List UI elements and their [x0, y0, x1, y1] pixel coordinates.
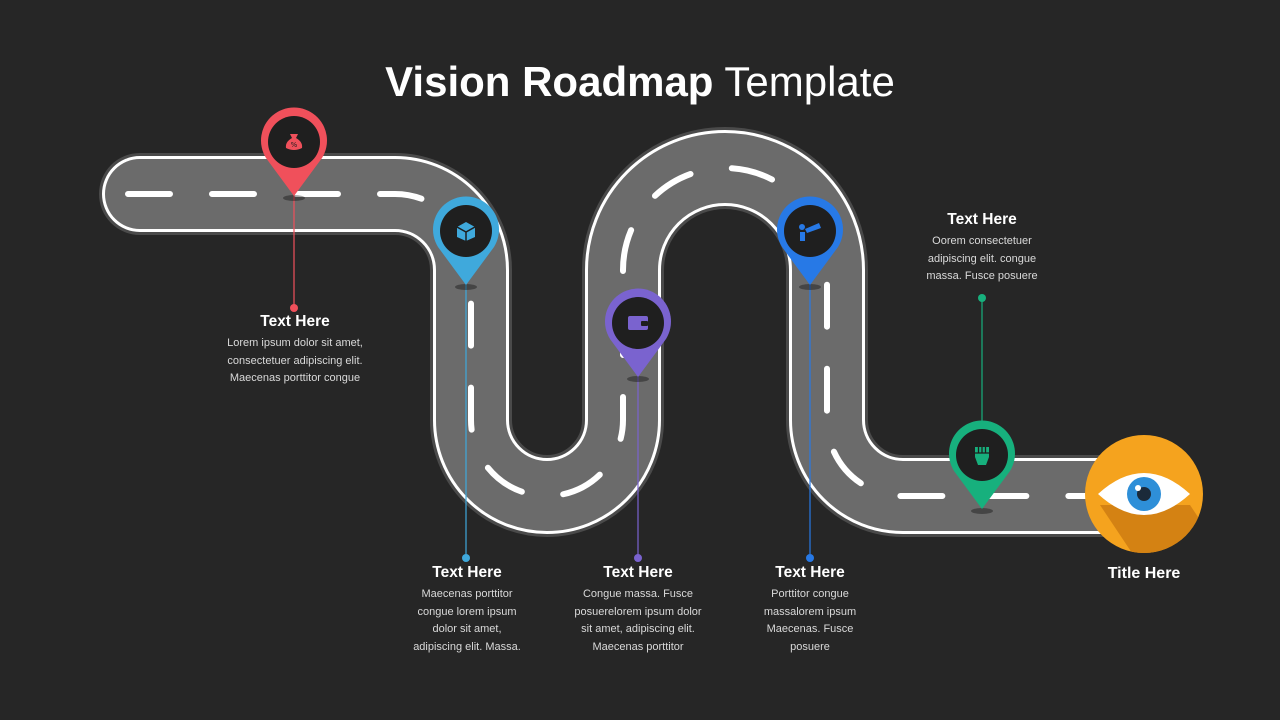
milestone-4-pin-shadow — [799, 284, 821, 290]
milestone-3-connector-dot — [634, 554, 642, 562]
milestone-2-body: Maecenas porttitor congue lorem ipsum do… — [413, 588, 521, 653]
milestone-5-connector-dot — [978, 294, 986, 302]
milestone-3-pin-shadow — [627, 376, 649, 382]
road-center-dashes — [125, 165, 1113, 499]
end-badge-shadow — [1100, 505, 1203, 553]
milestone-4-text: Text Here Porttitor congue massalorem ip… — [735, 563, 885, 656]
milestone-1-body: Lorem ipsum dolor sit amet, consectetuer… — [227, 337, 363, 384]
telescope-icon — [799, 223, 821, 241]
title-light: Template — [713, 58, 895, 105]
money-bag-icon: % — [285, 134, 303, 150]
title-bold: Vision Roadmap — [385, 58, 714, 105]
end-label: Title Here — [1107, 565, 1181, 582]
milestone-pins: % — [261, 107, 1015, 514]
eye-icon — [1098, 473, 1190, 515]
milestone-2-heading: Text Here — [432, 564, 502, 581]
milestone-5-pin — [948, 420, 1015, 514]
milestone-2-pin-shadow — [455, 284, 477, 290]
milestone-1-pin-shadow — [283, 195, 305, 201]
milestone-3-pin — [605, 288, 672, 382]
fist-icon — [975, 447, 989, 465]
box-icon — [456, 222, 476, 241]
end-badge — [1085, 435, 1203, 553]
wallet-icon — [628, 316, 648, 330]
svg-text:%: % — [291, 141, 298, 149]
milestone-5-heading: Text Here — [947, 211, 1017, 228]
milestone-3-body: Congue massa. Fusce posuerelorem ipsum d… — [574, 588, 702, 653]
milestone-4-pin — [777, 196, 843, 290]
milestone-1-heading: Text Here — [260, 313, 330, 330]
connector-lines — [290, 176, 986, 562]
milestone-5-text: Text Here Oorem consectetuer adipiscing … — [902, 210, 1062, 286]
milestone-2-connector-dot — [462, 554, 470, 562]
milestone-3-heading: Text Here — [603, 564, 673, 581]
milestone-1-text: Text Here Lorem ipsum dolor sit amet, co… — [205, 312, 385, 388]
milestone-1-pin: % — [261, 107, 327, 201]
milestone-4-connector-dot — [806, 554, 814, 562]
milestone-5-body: Oorem consectetuer adipiscing elit. cong… — [926, 235, 1038, 282]
milestone-2-pin — [432, 196, 499, 290]
milestone-3-text: Text Here Congue massa. Fusce posuerelor… — [553, 563, 723, 656]
milestone-4-body: Porttitor congue massalorem ipsum Maecen… — [763, 588, 857, 653]
page-title: Vision Roadmap Template — [0, 56, 1280, 108]
milestone-1-connector-dot — [290, 304, 298, 312]
milestone-5-pin-shadow — [971, 508, 993, 514]
milestone-2-text: Text Here Maecenas porttitor congue lore… — [387, 563, 547, 656]
milestone-4-heading: Text Here — [775, 564, 845, 581]
